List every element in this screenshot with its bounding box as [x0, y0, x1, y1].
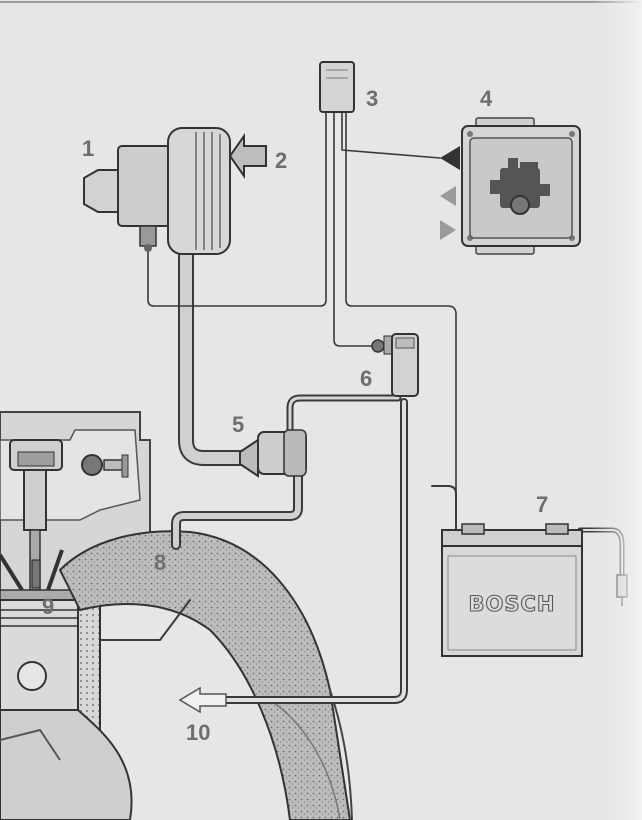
switchover-valve [371, 333, 419, 397]
label-9: 9 [42, 594, 54, 619]
label-8: 8 [154, 550, 166, 575]
hose-and-wire-network [99, 111, 625, 704]
page-edge-shading [590, 0, 642, 820]
arrow-left-icon [440, 186, 456, 206]
label-5: 5 [232, 412, 244, 437]
battery-brand-label: BOSCH [469, 592, 556, 616]
label-7: 7 [536, 492, 548, 517]
label-3: 3 [366, 86, 378, 111]
label-4: 4 [480, 86, 493, 111]
secondary-air-valve [239, 429, 307, 478]
label-2: 2 [275, 148, 287, 173]
secondary-air-pump [83, 127, 231, 255]
outflow-arrow-icon [178, 686, 227, 714]
battery: BOSCH [441, 523, 583, 657]
signal-arrow-icon [440, 146, 460, 170]
label-6: 6 [360, 366, 372, 391]
label-10: 10 [186, 720, 210, 745]
engine-cross-section [0, 411, 151, 820]
airflow-arrow-icon [228, 132, 267, 180]
electrical-connector [319, 61, 355, 113]
arrow-right-icon [440, 220, 456, 240]
label-1: 1 [82, 136, 94, 161]
engine-icon [490, 158, 550, 215]
engine-control-unit [461, 117, 581, 255]
